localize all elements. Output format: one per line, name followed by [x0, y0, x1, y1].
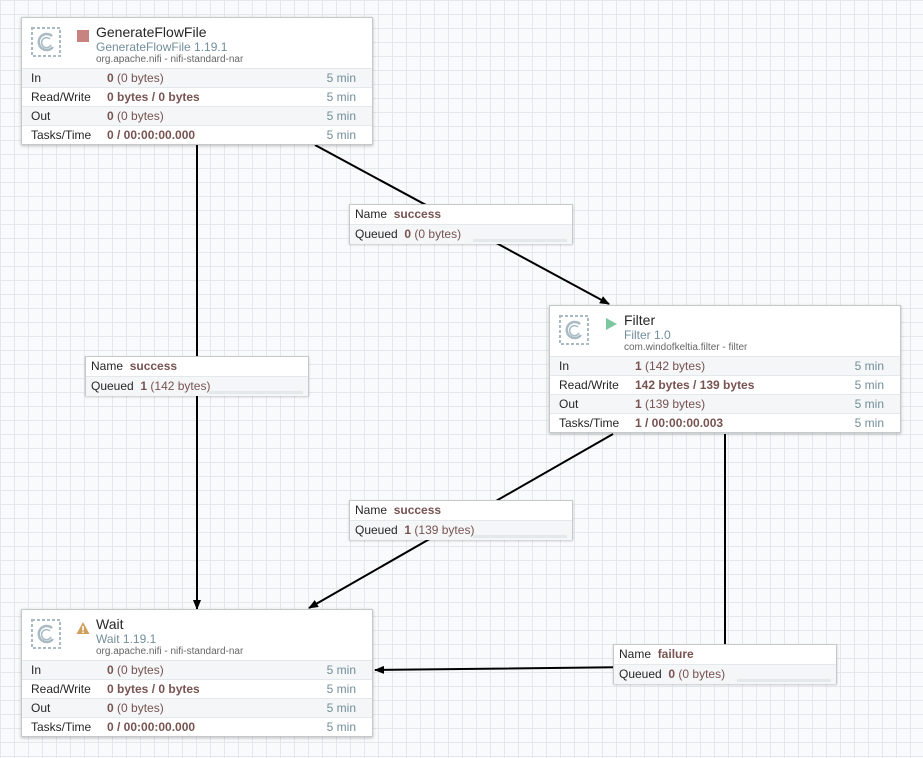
stat-label: Out: [559, 397, 579, 411]
stat-row-in: In 0 (0 bytes) 5 min: [22, 660, 372, 679]
stat-value: 0 / 00:00:00.000: [107, 720, 196, 734]
processor-icon: [31, 27, 61, 57]
processor-wait[interactable]: Wait Wait 1.19.1 org.apache.nifi - nifi-…: [21, 609, 373, 737]
processor-bundle: org.apache.nifi - nifi-standard-nar: [96, 646, 244, 657]
stat-label: Tasks/Time: [31, 720, 92, 734]
processor-icon: [559, 315, 589, 345]
stat-row-out: Out 0 (0 bytes) 5 min: [22, 106, 372, 125]
stat-row-read-write: Read/Write 0 bytes / 0 bytes 5 min: [22, 679, 372, 698]
stat-time: 5 min: [854, 378, 884, 392]
stat-time: 5 min: [854, 359, 884, 373]
stat-row-read-write: Read/Write 0 bytes / 0 bytes 5 min: [22, 87, 372, 106]
stat-label: Tasks/Time: [559, 416, 620, 430]
processor-name: GenerateFlowFile: [96, 24, 207, 40]
connection-queued-row: Queued 1 (139 bytes): [350, 520, 572, 540]
stat-row-read-write: Read/Write 142 bytes / 139 bytes 5 min: [550, 375, 900, 394]
stat-value: 142 bytes / 139 bytes: [635, 378, 755, 392]
queue-progress-bar: [209, 391, 303, 394]
stat-row-out: Out 0 (0 bytes) 5 min: [22, 698, 372, 717]
queue-progress-bar: [737, 679, 831, 682]
processor-bundle: com.windofkeltia.filter - filter: [624, 342, 748, 353]
stat-row-out: Out 1 (139 bytes) 5 min: [550, 394, 900, 413]
stat-value: 0 / 00:00:00.000: [107, 128, 196, 142]
stat-time: 5 min: [326, 701, 356, 715]
connection-name: success: [393, 207, 442, 221]
stat-label: In: [31, 71, 42, 85]
processor-filter[interactable]: Filter Filter 1.0 com.windofkeltia.filte…: [549, 305, 901, 433]
queue-progress-bar: [473, 535, 567, 538]
processor-type: GenerateFlowFile 1.19.1: [96, 40, 228, 54]
stat-row-in: In 0 (0 bytes) 5 min: [22, 68, 372, 87]
stat-time: 5 min: [326, 720, 356, 734]
stat-value: 0 (0 bytes): [107, 701, 164, 715]
stat-time: 5 min: [326, 90, 356, 104]
stat-time: 5 min: [854, 416, 884, 430]
stop-icon: [77, 30, 89, 42]
stat-value: 1 (139 bytes): [635, 397, 706, 411]
connection-name: success: [129, 359, 178, 373]
stat-value: 0 bytes / 0 bytes: [107, 682, 200, 696]
connection-name-row: Name success: [355, 207, 442, 221]
processor-bundle: org.apache.nifi - nifi-standard-nar: [96, 54, 244, 65]
stat-row-tasks-time: Tasks/Time 0 / 00:00:00.000 5 min: [22, 717, 372, 736]
stat-row-tasks-time: Tasks/Time 0 / 00:00:00.000 5 min: [22, 125, 372, 144]
stat-value: 0 (0 bytes): [107, 71, 164, 85]
stat-row-in: In 1 (142 bytes) 5 min: [550, 356, 900, 375]
connection-queued-row: Queued 0 (0 bytes): [614, 664, 836, 684]
stat-label: Out: [31, 109, 51, 123]
stat-time: 5 min: [326, 128, 356, 142]
connection-name-row: Name success: [355, 503, 442, 517]
connection-label-gen-wait[interactable]: Name success Queued 1 (142 bytes): [85, 356, 309, 396]
stat-time: 5 min: [326, 682, 356, 696]
warning-icon: [76, 622, 90, 634]
processor-name: Wait: [96, 616, 124, 632]
processor-type: Filter 1.0: [624, 328, 671, 342]
stat-row-tasks-time: Tasks/Time 1 / 00:00:00.003 5 min: [550, 413, 900, 432]
connection-name-row: Name failure: [619, 647, 694, 661]
processor-type: Wait 1.19.1: [96, 632, 157, 646]
stat-label: Read/Write: [31, 682, 91, 696]
queue-progress-bar: [473, 239, 567, 242]
connection-name-row: Name success: [91, 359, 178, 373]
stat-label: Tasks/Time: [31, 128, 92, 142]
connection-queued-row: Queued 0 (0 bytes): [350, 224, 572, 244]
stat-value: 0 (0 bytes): [107, 109, 164, 123]
connection-queued-row: Queued 1 (142 bytes): [86, 376, 308, 396]
stat-time: 5 min: [326, 109, 356, 123]
play-icon: [606, 318, 617, 330]
stat-label: In: [31, 663, 42, 677]
processor-generateflowfile[interactable]: GenerateFlowFile GenerateFlowFile 1.19.1…: [21, 17, 373, 145]
stat-value: 0 bytes / 0 bytes: [107, 90, 200, 104]
stat-label: Read/Write: [31, 90, 91, 104]
connection-label-filter-wait-failure[interactable]: Name failure Queued 0 (0 bytes): [613, 644, 837, 684]
connection-label-gen-filter[interactable]: Name success Queued 0 (0 bytes): [349, 204, 573, 244]
stat-label: Read/Write: [559, 378, 619, 392]
processor-name: Filter: [624, 312, 656, 328]
stat-value: 1 (142 bytes): [635, 359, 706, 373]
stat-label: Out: [31, 701, 51, 715]
connection-name: success: [393, 503, 442, 517]
stat-value: 1 / 00:00:00.003: [635, 416, 724, 430]
stat-time: 5 min: [326, 663, 356, 677]
stat-time: 5 min: [326, 71, 356, 85]
connection-label-filter-wait-success[interactable]: Name success Queued 1 (139 bytes): [349, 500, 573, 540]
stat-label: In: [559, 359, 570, 373]
stat-time: 5 min: [854, 397, 884, 411]
connection-name: failure: [657, 647, 694, 661]
processor-icon: [31, 619, 61, 649]
stat-value: 0 (0 bytes): [107, 663, 164, 677]
